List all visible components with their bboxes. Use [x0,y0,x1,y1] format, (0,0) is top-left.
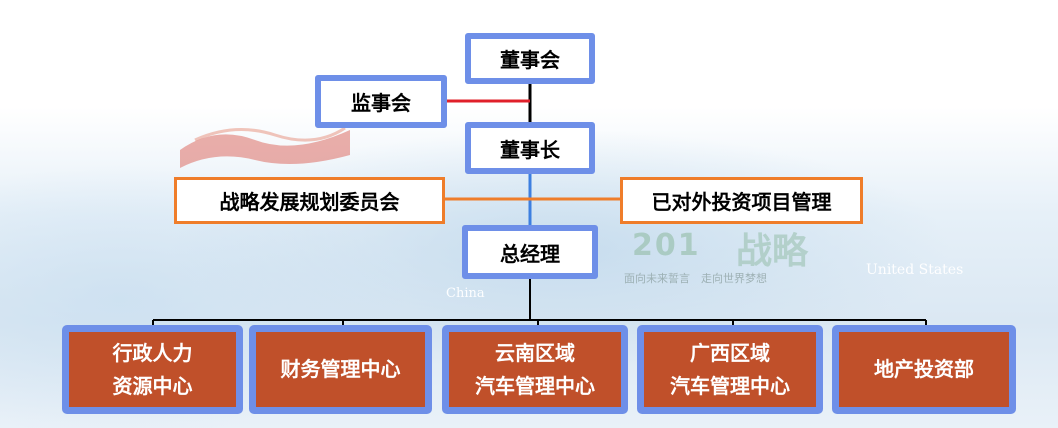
dept-finance[interactable]: 财务管理中心 [249,325,432,414]
node-chairman[interactable]: 董事长 [465,122,595,174]
node-board-label: 董事会 [500,48,560,72]
node-external-investment[interactable]: 已对外投资项目管理 [620,177,863,224]
dept-guangxi-line1: 广西区域 [690,340,770,365]
node-chairman-label: 董事长 [500,137,560,162]
watermark-strategy: 战略 [736,231,809,272]
dept-real-estate[interactable]: 地产投资部 [832,325,1016,414]
dept-yunnan-auto[interactable]: 云南区域 汽车管理中心 [442,325,628,414]
node-strategy-committee-label: 战略发展规划委员会 [219,190,400,214]
flag-decoration [180,126,350,168]
watermark-year: 201 [632,228,701,263]
node-board[interactable]: 董事会 [465,33,595,84]
dept-yunnan-line1: 云南区域 [495,340,575,365]
node-supervisory-board[interactable]: 监事会 [315,75,447,128]
dept-yunnan-line2: 汽车管理中心 [475,373,595,398]
dept-admin-hr-line2: 资源中心 [112,373,193,398]
dept-guangxi-auto[interactable]: 广西区域 汽车管理中心 [637,325,823,414]
node-general-manager-label: 总经理 [500,241,560,266]
node-external-investment-label: 已对外投资项目管理 [651,190,832,214]
watermark-united-states: United States [866,262,964,278]
dept-real-estate-line1: 地产投资部 [874,357,974,381]
node-general-manager[interactable]: 总经理 [462,225,598,279]
dept-admin-hr-line1: 行政人力 [112,340,193,365]
node-supervisory-label: 监事会 [351,91,411,115]
dept-guangxi-line2: 汽车管理中心 [670,373,790,398]
dept-admin-hr[interactable]: 行政人力 资源中心 [62,325,243,414]
dept-finance-line1: 财务管理中心 [280,357,401,381]
watermark-slogan: 面向未来誓言 走向世界梦想 [624,272,767,285]
watermark-china: China [446,286,485,301]
node-strategy-committee[interactable]: 战略发展规划委员会 [174,177,445,224]
